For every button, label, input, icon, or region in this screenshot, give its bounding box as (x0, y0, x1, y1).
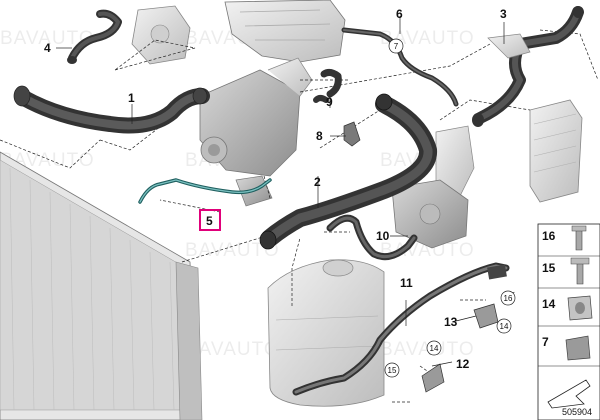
highlight-box (199, 209, 221, 231)
sidebar-label-14[interactable]: 14 (542, 297, 556, 311)
water-pump-housing (199, 57, 313, 207)
auxiliary-pump (131, 5, 191, 65)
watermark-text: BAVAUTO (185, 240, 280, 261)
circled-ref-14[interactable]: 14 (430, 344, 439, 353)
callout-5[interactable]: 5 (206, 214, 213, 228)
callout-3[interactable]: 3 (500, 7, 507, 21)
callout-leaders (56, 16, 505, 367)
callout-9[interactable]: 9 (326, 95, 333, 109)
hose-11 (292, 262, 510, 396)
engine-block (224, 0, 346, 63)
watermark-text: BAVAUTO (0, 28, 95, 49)
hose-5-highlighted-pipe (138, 178, 272, 204)
callout-6[interactable]: 6 (396, 7, 403, 21)
circled-ref-7[interactable]: 7 (394, 42, 399, 51)
circled-ref-16[interactable]: 16 (504, 294, 513, 303)
watermark-text: BAVAUTO (380, 28, 475, 49)
circled-references: 7 16 14 14 15 (384, 38, 516, 378)
diagram-id: 505904 (561, 407, 592, 417)
circled-ref-15[interactable]: 15 (388, 366, 397, 375)
hose-1 (13, 85, 210, 134)
oil-filter-housing (391, 125, 475, 249)
hose-2 (259, 93, 437, 250)
callout-8[interactable]: 8 (316, 129, 323, 143)
callout-13[interactable]: 13 (444, 315, 458, 329)
callout-numbers: 1 2 3 4 5 6 9 8 10 11 12 13 (44, 7, 507, 371)
hose-3 (472, 6, 584, 127)
radiator (0, 151, 203, 420)
watermark-text: BAVAUTO (380, 240, 475, 261)
hose-4 (67, 9, 122, 64)
callout-12[interactable]: 12 (456, 357, 470, 371)
bolt-15-icon (576, 261, 584, 285)
sidebar-label-7[interactable]: 7 (542, 335, 549, 349)
callout-10[interactable]: 10 (376, 229, 390, 243)
circled-ref-14[interactable]: 14 (500, 322, 509, 331)
bracket-12 (421, 363, 445, 393)
hose-9 (313, 68, 342, 103)
watermark-text: BAVAUTO (185, 339, 280, 360)
callout-1[interactable]: 1 (128, 91, 135, 105)
callout-4[interactable]: 4 (44, 41, 51, 55)
sidebar-label-15[interactable]: 15 (542, 261, 556, 275)
sidebar-label-16[interactable]: 16 (542, 229, 556, 243)
bracket-8 (343, 121, 361, 147)
engine-oil-cooler (529, 99, 583, 203)
callout-2[interactable]: 2 (314, 175, 321, 189)
clip-13 (473, 303, 499, 329)
parts-sidebar: 16 15 14 7 (537, 223, 600, 420)
pointer-arrow-icon (547, 379, 591, 409)
clamp-7-icon (565, 335, 591, 361)
callout-11[interactable]: 11 (400, 276, 413, 290)
hose-10 (326, 214, 418, 261)
bolt-16-icon (575, 227, 583, 251)
